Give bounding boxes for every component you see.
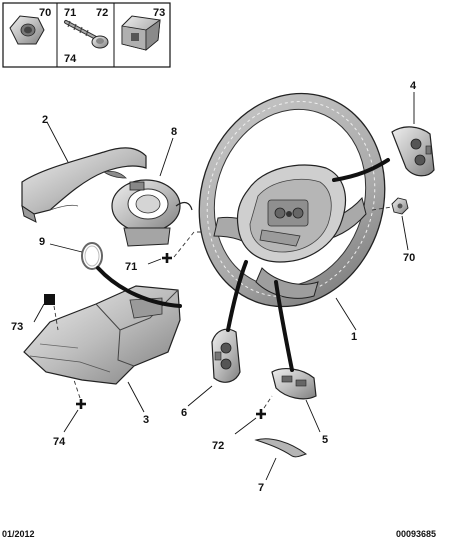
callout-2: 2	[42, 114, 49, 126]
upper-cowl-2	[21, 147, 147, 223]
callout-72: 72	[212, 440, 225, 452]
rotary-connector-8	[111, 179, 193, 247]
legend-label-70: 70	[39, 7, 52, 19]
assembly-dashed-lines	[53, 206, 393, 409]
screw-72-marker-icon	[256, 409, 266, 419]
clip-73-legend-icon	[121, 15, 161, 51]
screw-74-marker-icon	[76, 399, 86, 409]
callout-6: 6	[181, 407, 188, 419]
callout-74: 74	[53, 436, 66, 448]
leader-lines	[33, 92, 415, 481]
callout-5: 5	[322, 434, 329, 446]
callout-73: 73	[11, 321, 24, 333]
left-control-switch-6	[211, 328, 241, 383]
lower-control-switch-5	[271, 368, 317, 400]
legend-label-73: 73	[153, 7, 166, 19]
legend-label-72: 72	[96, 7, 109, 19]
callout-8: 8	[171, 126, 178, 138]
footer-date: 01/2012	[2, 529, 35, 539]
callout-71: 71	[125, 261, 138, 273]
legend-label-74: 74	[64, 53, 77, 65]
callout-1: 1	[351, 331, 358, 343]
steering-wheel-1	[198, 92, 386, 308]
callout-9: 9	[39, 236, 46, 248]
callout-7: 7	[258, 482, 265, 494]
nut-70-legend-icon	[9, 15, 45, 45]
footer-reference: 00093685	[396, 529, 437, 539]
assembly-curves	[96, 158, 390, 372]
legend-label-71: 71	[64, 7, 77, 19]
callout-3: 3	[143, 414, 150, 426]
nut-70-icon	[391, 197, 409, 215]
screw-71-72-74-legend-icon	[64, 20, 109, 49]
callout-4: 4	[410, 80, 417, 92]
trim-strip-7	[254, 438, 308, 458]
clip-73-icon	[44, 294, 55, 305]
right-control-switch-4	[391, 126, 435, 177]
screw-71-marker-icon	[162, 253, 172, 263]
callout-70: 70	[403, 252, 416, 264]
ring-9	[81, 242, 103, 270]
